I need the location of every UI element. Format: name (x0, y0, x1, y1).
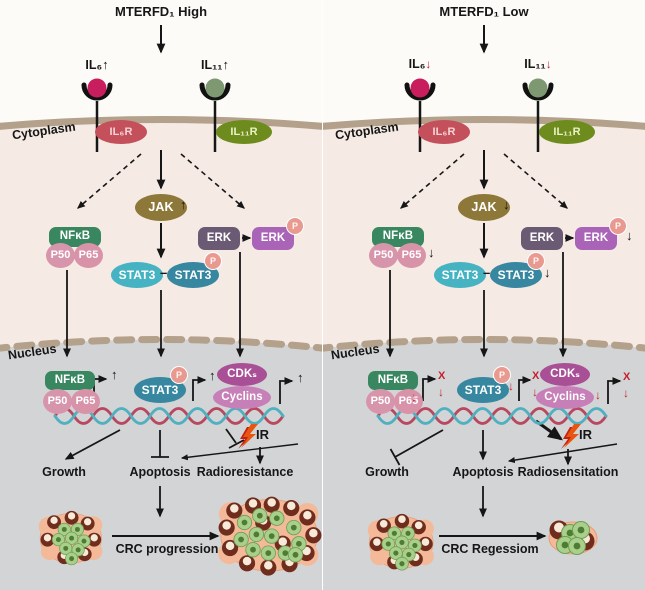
cdks-transcription-x: X (623, 371, 631, 383)
nuclear-nfkb-badge: NFκB (45, 371, 95, 390)
stat3-transcription-up: ↑ (209, 368, 216, 383)
jak-down-arrow: ↓ (503, 197, 510, 212)
nuclear-nfkb-badge: NFκB (368, 371, 418, 390)
panel-mterfd1-high: MTERFD₁ High IL₆↑ IL₁₁↑ Cytoplasm IL₆R I… (0, 0, 322, 590)
radioresistance-label: Radioresistance (196, 465, 294, 479)
stat3-transcription-x: X (532, 370, 540, 382)
il6-text: IL₆ (408, 57, 426, 71)
radiosensitation-label: Radiosensitation (517, 465, 619, 479)
growth-label: Growth (365, 465, 409, 479)
nfkb-transcription-up: ↑ (111, 367, 118, 382)
p50-badge: P50 (46, 243, 75, 268)
il11-receptor-icon (522, 78, 554, 101)
nfkb-badge: NFκB (372, 227, 424, 247)
erk-phospho-badge: ERK (252, 227, 294, 250)
nfkb-down-mark: ↓ (411, 390, 417, 404)
phospho-icon: P (527, 252, 545, 270)
erk-phospho-badge: ERK (575, 227, 617, 250)
nuclear-p65-badge: P65 (71, 389, 100, 414)
cell-membrane (323, 116, 645, 130)
cyclins-badge: Cyclins (213, 386, 271, 409)
stat3-badge: STAT3 (111, 262, 163, 288)
nfkb-badge: NFκB (49, 227, 101, 247)
nuclear-p50-badge: P50 (43, 389, 72, 414)
jak-up-arrow: ↑ (180, 197, 187, 212)
erk-badge: ERK (521, 227, 563, 250)
pathway-graphics-high (0, 0, 322, 590)
erk-badge: ERK (198, 227, 240, 250)
il11-down-arrow: ↓ (545, 57, 552, 71)
nuclear-p50-badge: P50 (366, 389, 395, 414)
il11-label: IL₁₁↑ (182, 57, 248, 73)
il6-label: IL₆↑ (64, 57, 130, 73)
phospho-icon: P (493, 366, 511, 384)
crc-regression-label: CRC Regessiom (441, 542, 539, 556)
stat3-down-arrow: ↓ (544, 265, 551, 280)
il6-receptor-icon (404, 78, 436, 101)
il11r-badge: IL₁₁R (539, 120, 595, 144)
pathway-graphics-low (323, 0, 645, 590)
p65-badge: P65 (74, 243, 103, 268)
stat3-down-mark: ↓ (508, 379, 514, 393)
phospho-icon: P (204, 252, 222, 270)
ir-label: IR (256, 427, 269, 442)
stat3-transcription-down: ↓ (532, 385, 538, 399)
il6r-badge: IL₆R (95, 120, 147, 144)
ir-bolt-icon (561, 424, 581, 449)
jak-badge: JAK (135, 194, 187, 221)
growth-label: Growth (42, 465, 86, 479)
cdks-badge: CDKₛ (217, 363, 267, 386)
crc-progression-label: CRC progression (115, 542, 219, 556)
dna-helix (376, 407, 608, 425)
il11-up-arrow: ↑ (222, 57, 229, 72)
stat3-badge: STAT3 (434, 262, 486, 288)
stat3-phospho-badge: STAT3 (490, 262, 542, 288)
il6r-badge: IL₆R (418, 120, 470, 144)
cell-membrane (0, 116, 322, 130)
il11-text: IL₁₁ (201, 58, 223, 72)
il6-down-arrow: ↓ (425, 57, 432, 71)
ir-label: IR (579, 427, 592, 442)
panel-title: MTERFD₁ Low (439, 4, 529, 19)
panel-title: MTERFD₁ High (114, 4, 208, 19)
tumor-small-icon (39, 511, 103, 565)
dna-helix (53, 407, 285, 425)
il6-up-arrow: ↑ (102, 57, 109, 72)
erk-down-arrow: ↓ (626, 228, 633, 243)
apoptosis-label: Apoptosis (452, 465, 514, 479)
cdks-transcription-up: ↑ (297, 370, 304, 385)
il11r-badge: IL₁₁R (216, 120, 272, 144)
p65-down-arrow: ↓ (428, 245, 435, 260)
tumor-medium-icon (368, 514, 434, 570)
phospho-icon: P (286, 217, 304, 235)
p65-badge: P65 (397, 243, 426, 268)
cyclins-down-mark: ↓ (595, 388, 601, 402)
stat3-dimer-link: – (160, 265, 168, 280)
nfkb-transcription-down: ↓ (438, 385, 444, 399)
il6-text: IL₆ (85, 58, 103, 72)
nfkb-transcription-x: X (438, 370, 446, 382)
il11-label: IL₁₁↓ (505, 57, 571, 72)
phospho-icon: P (170, 366, 188, 384)
il6-receptor-icon (81, 78, 113, 101)
cyclins-badge: Cyclins (536, 386, 594, 409)
il11-text: IL₁₁ (524, 57, 546, 71)
arrows (386, 25, 622, 541)
stat3-dimer-link: – (483, 265, 491, 280)
nuclear-stat3-badge: STAT3 (457, 377, 509, 403)
il11-receptor-icon (199, 78, 231, 101)
phospho-icon: P (609, 217, 627, 235)
il6-label: IL₆↓ (387, 57, 453, 72)
nuclear-p65-badge: P65 (394, 389, 423, 414)
ir-bolt-icon (238, 424, 258, 449)
panel-mterfd1-low: MTERFD₁ Low IL₆↓ IL₁₁↓ Cytoplasm IL₆R IL… (323, 0, 645, 590)
p50-badge: P50 (369, 243, 398, 268)
cdks-transcription-down: ↓ (623, 386, 629, 400)
jak-badge: JAK (458, 194, 510, 221)
cdks-badge: CDKₛ (540, 363, 590, 386)
apoptosis-label: Apoptosis (129, 465, 191, 479)
stat3-phospho-badge: STAT3 (167, 262, 219, 288)
